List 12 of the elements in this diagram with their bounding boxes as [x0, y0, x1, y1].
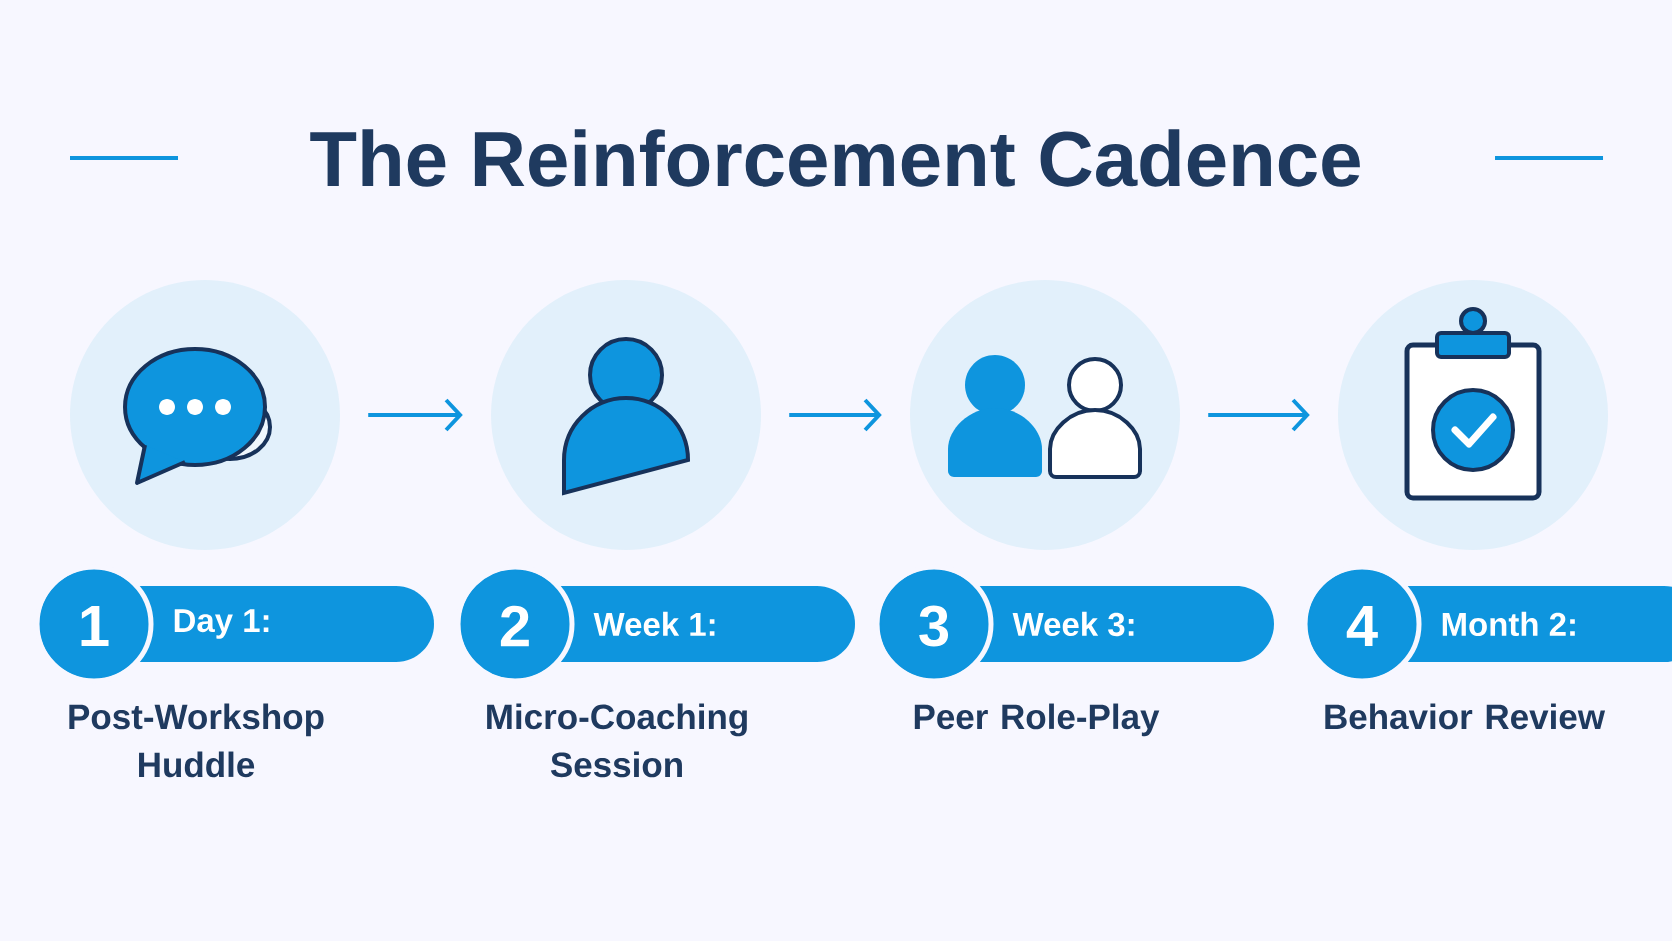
title: The Reinforcement Cadence: [310, 129, 1360, 187]
arrow: [789, 398, 882, 432]
step-label: Peer Role-Play: [914, 703, 1160, 737]
step-label: Post-Workshop Huddle: [69, 703, 324, 778]
step-pill: 4 Month 2:: [1302, 564, 1672, 684]
arrow: [368, 398, 463, 432]
step-pill: 3 Week 3:: [874, 564, 1274, 684]
step-label: Behavior Review: [1325, 703, 1606, 730]
step-pill: 1 Day 1:: [34, 564, 434, 684]
step-pill: 2 Week 1:: [455, 564, 855, 684]
step-label: Micro-Coaching Session: [487, 703, 747, 778]
arrow: [1208, 398, 1310, 432]
